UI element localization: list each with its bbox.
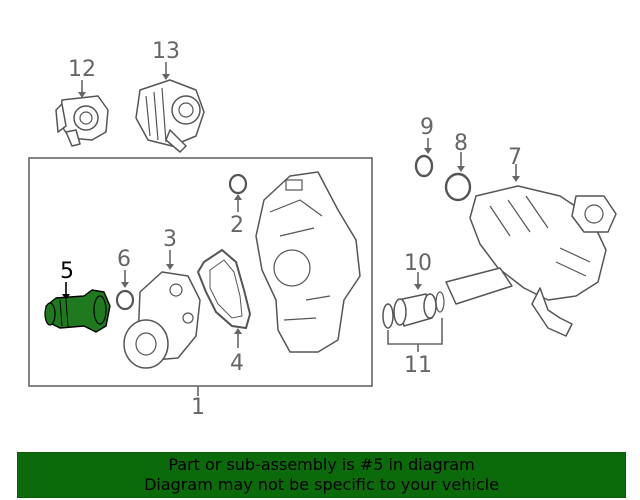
- assembly-box: [28, 157, 373, 387]
- part-3-water-pump[interactable]: [123, 271, 201, 369]
- callout-5: 5: [60, 259, 74, 284]
- callout-1: 1: [191, 395, 205, 420]
- part-8-seal-ring[interactable]: [444, 172, 472, 202]
- engine-block-housing: [255, 171, 361, 353]
- part-4-gasket[interactable]: [196, 248, 252, 330]
- callout-9: 9: [420, 115, 434, 140]
- part-2-o-ring[interactable]: [228, 173, 248, 195]
- part-13-electric-water-pump[interactable]: [135, 79, 205, 153]
- callout-13: 13: [152, 39, 180, 64]
- part-9-o-ring[interactable]: [414, 154, 434, 178]
- part-10-connector-pipe[interactable]: [382, 291, 445, 329]
- callout-11: 11: [404, 353, 432, 378]
- callout-4: 4: [230, 351, 244, 376]
- part-12-auxiliary-pump[interactable]: [55, 95, 109, 147]
- callout-7: 7: [508, 145, 522, 170]
- callout-8: 8: [454, 131, 468, 156]
- callout-2: 2: [230, 213, 244, 238]
- banner-line-disclaimer: Diagram may not be specific to your vehi…: [144, 475, 499, 494]
- part-info-banner: Part or sub-assembly is #5 in diagram Di…: [17, 452, 626, 498]
- banner-line-part: Part or sub-assembly is #5 in diagram: [168, 455, 475, 474]
- part-6-o-ring[interactable]: [115, 289, 135, 311]
- parts-diagram: 12 13 9 8 7 2 3 6 5 10 4 11 1: [28, 39, 617, 420]
- callout-10: 10: [404, 251, 432, 276]
- callout-6: 6: [117, 247, 131, 272]
- callout-3: 3: [163, 227, 177, 252]
- part-5-highlighted-hose-connector[interactable]: [44, 289, 111, 333]
- callout-12: 12: [68, 57, 96, 82]
- part-7-thermostat-housing[interactable]: [445, 185, 617, 337]
